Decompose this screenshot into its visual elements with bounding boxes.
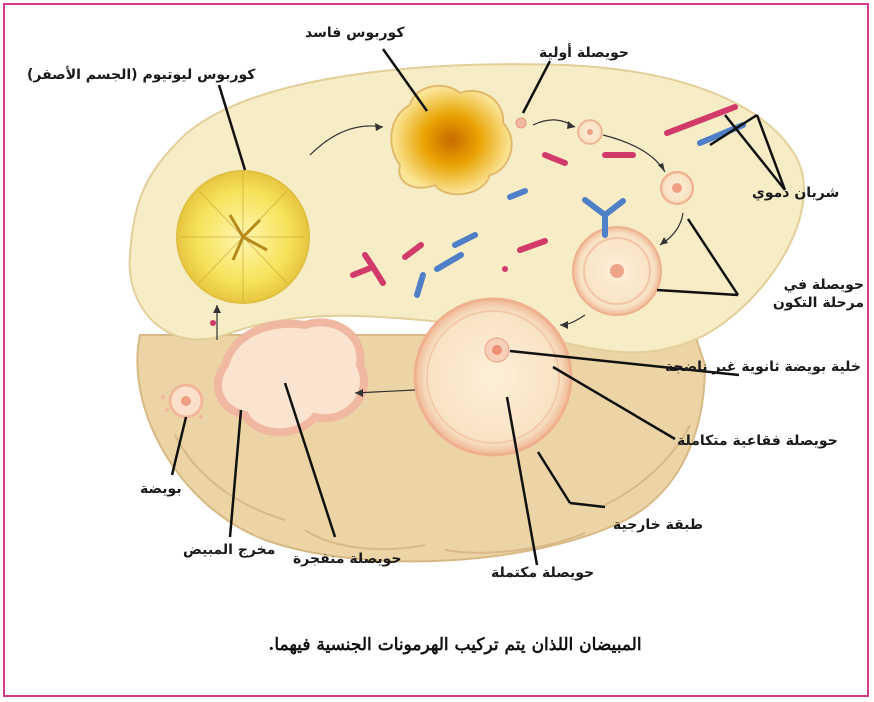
label-mature-follicle: حويصلة مكتملة — [491, 565, 594, 583]
label-secondary-oocyte: خلية بويضة ثانوية غير ناضجة — [665, 359, 861, 377]
ovary-diagram — [5, 5, 867, 695]
figure-frame: كوربوس ليوتيوم (الجسم الأصفر) كوربوس فاس… — [3, 3, 869, 697]
label-outer-layer: طبقة خارجية — [613, 517, 703, 535]
primary-follicle-shape — [516, 118, 526, 128]
label-corpus-degenerate: كوربوس فاسد — [305, 25, 404, 43]
label-vesicular-follicle: حويصلة فقاعية متكاملة — [677, 433, 838, 451]
label-primary-follicle: حويصلة أولية — [539, 45, 629, 63]
label-ruptured-follicle: حويصلة منفجرة — [293, 551, 402, 569]
label-corpus-luteum: كوربوس ليوتيوم (الجسم الأصفر) — [27, 67, 255, 85]
figure-caption: المبيضان اللذان يتم تركيب الهرمونات الجن… — [155, 635, 755, 655]
corpus-luteum-shape — [177, 171, 309, 303]
label-egg: بويضة — [140, 481, 182, 499]
label-ovary-outlet: مخرج المبيض — [183, 542, 275, 560]
mature-follicle-shape — [415, 299, 571, 455]
label-blood-vessel: شريان دموي — [752, 185, 839, 203]
label-developing-follicle: حويصلة في مرحلة التكون — [740, 277, 864, 312]
